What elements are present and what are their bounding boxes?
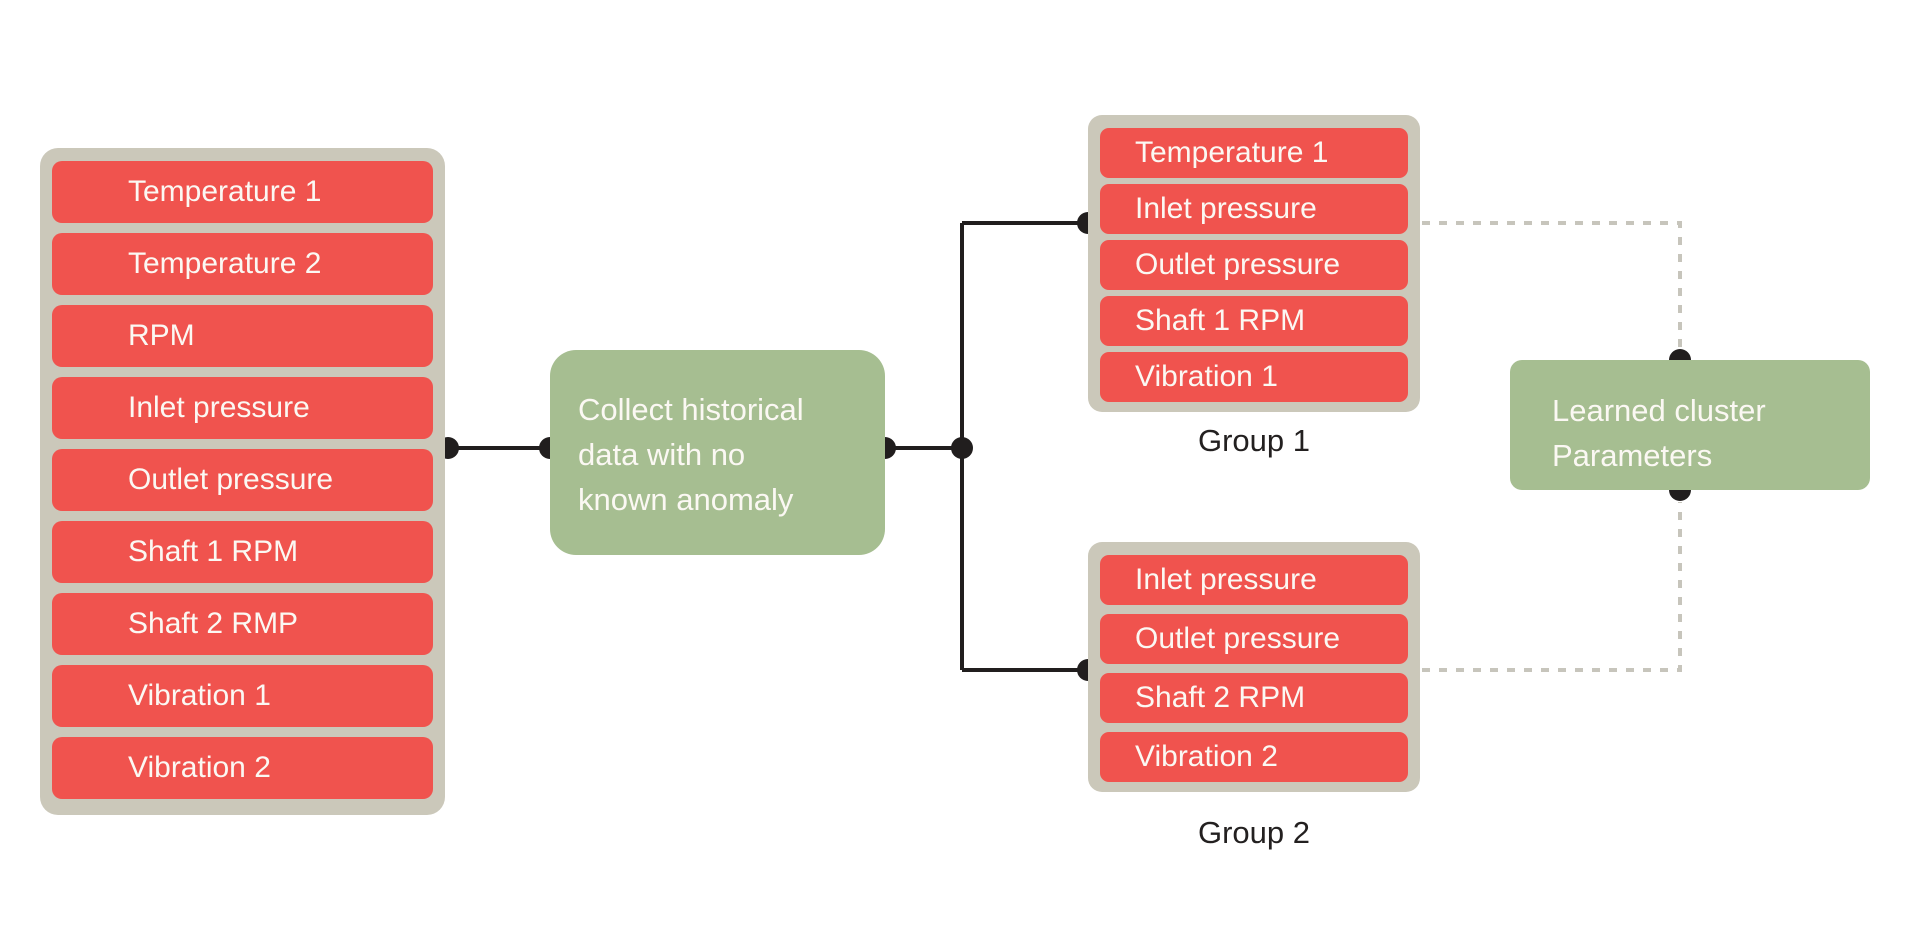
group2-item: Inlet pressure [1100, 555, 1408, 605]
group2-item: Shaft 2 RPM [1100, 673, 1408, 723]
sensor-item: Outlet pressure [52, 449, 433, 511]
collect-data-box: Collect historical data with no known an… [550, 350, 885, 555]
group2-item: Outlet pressure [1100, 614, 1408, 664]
sensor-item: Shaft 2 RMP [52, 593, 433, 655]
group1-item: Inlet pressure [1100, 184, 1408, 234]
group1-item: Outlet pressure [1100, 240, 1408, 290]
sensor-item: Shaft 1 RPM [52, 521, 433, 583]
connector-dot [951, 437, 973, 459]
sensor-item: RPM [52, 305, 433, 367]
sensor-panel: Temperature 1 Temperature 2 RPM Inlet press… [40, 148, 445, 815]
group2-item: Vibration 2 [1100, 732, 1408, 782]
group1-item: Vibration 1 [1100, 352, 1408, 402]
sensor-item: Vibration 2 [52, 737, 433, 799]
sensor-item: Temperature 2 [52, 233, 433, 295]
group1-label: Group 1 [1197, 423, 1310, 458]
sensor-item: Temperature 1 [52, 161, 433, 223]
group1-item: Temperature 1 [1100, 128, 1408, 178]
sensor-item: Vibration 1 [52, 665, 433, 727]
group1-item: Shaft 1 RPM [1100, 296, 1408, 346]
group2-label: Group 2 [1197, 815, 1310, 850]
sensor-item: Inlet pressure [52, 377, 433, 439]
dotted-connector-group1-to-learned [1422, 221, 1682, 352]
connector-junction-branch [960, 221, 1088, 672]
learned-cluster-box: Learned cluster Parameters [1510, 360, 1870, 490]
dotted-connector-group2-to-learned [1422, 502, 1682, 672]
